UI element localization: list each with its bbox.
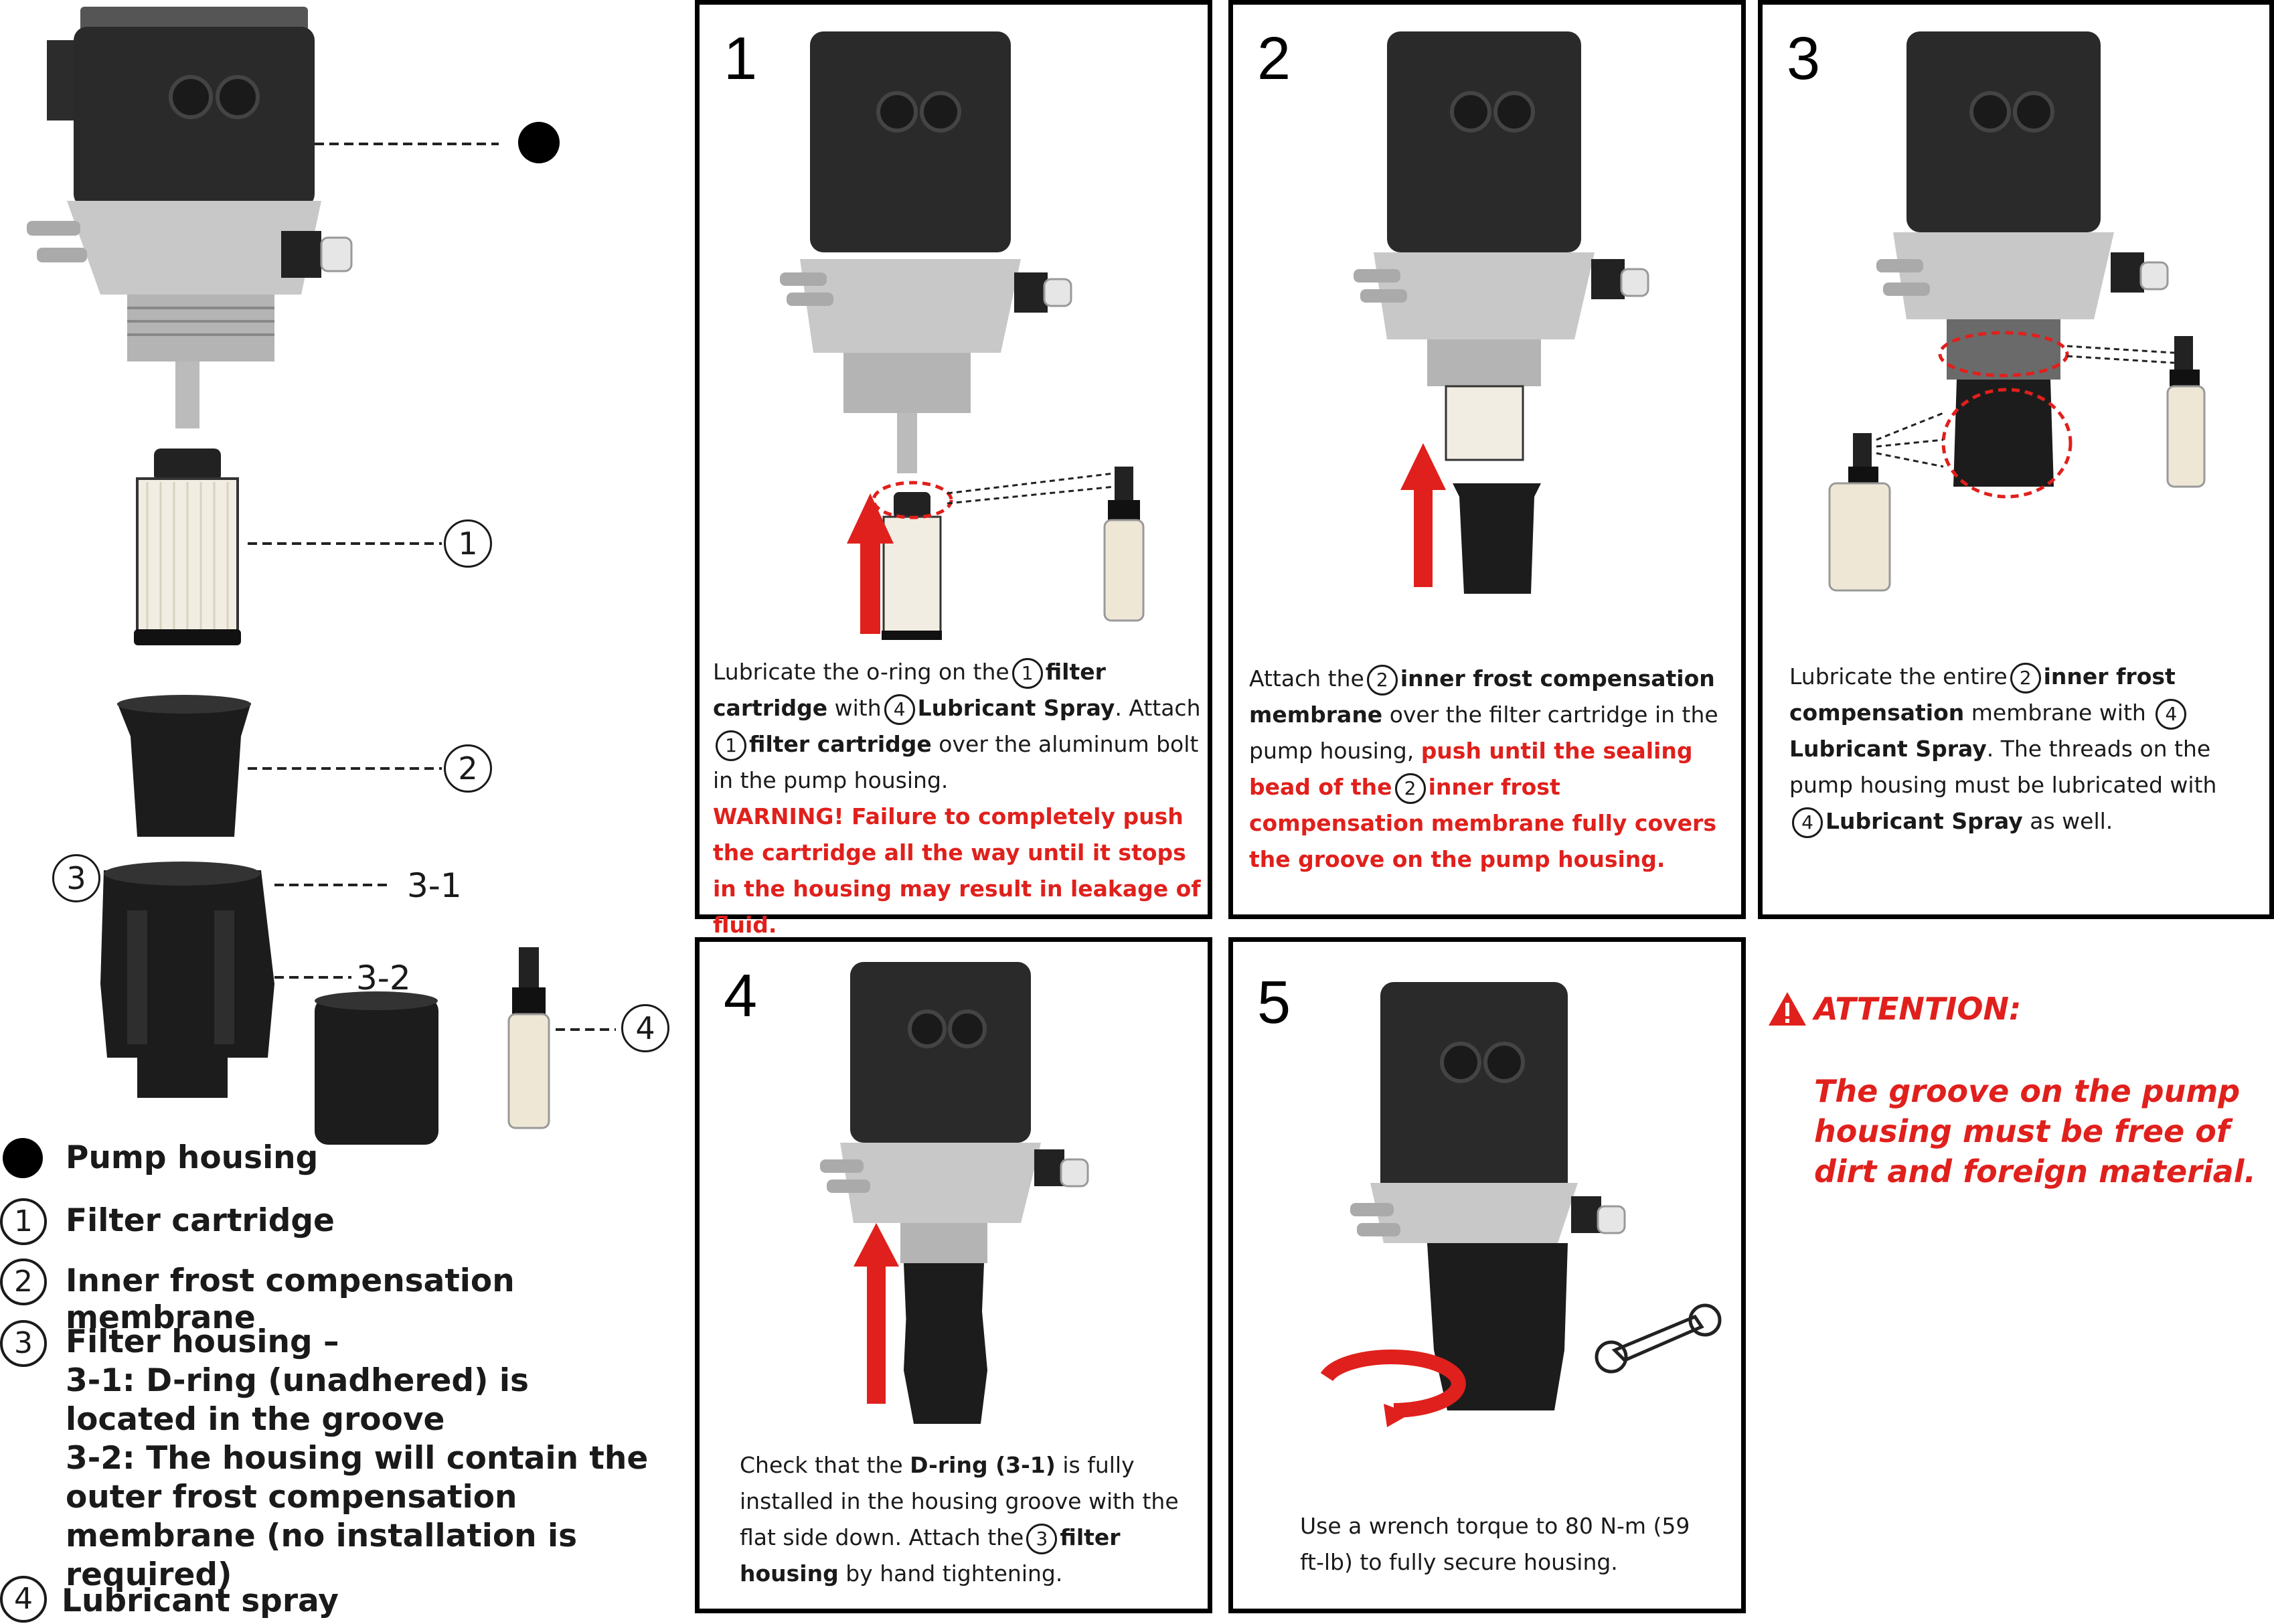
circle-2: 2 [1366,664,1398,696]
step-3-bold-spray: Lubricant Spray [1789,736,1987,762]
step-2-bold-membrane: inner frost compensation membrane [1249,665,1715,728]
step-3-bold-spray: Lubricant Spray [1825,808,2023,834]
legend-filter-housing-title: Filter housing – [66,1323,339,1360]
step-1-warning: WARNING! Failure to completely push the … [713,803,1201,938]
legend-pump-housing-marker [3,1138,43,1178]
pump-housing-marker [518,122,560,163]
step-4-text-part: is fully installed in the housing groove… [740,1452,1179,1550]
step-4-bold-housing: filter housing [740,1524,1121,1587]
label-3-1: 3-1 [407,866,462,905]
step-5-illustration [1320,982,1722,1427]
warning-icon [1769,992,1806,1026]
circle-4: 4 [884,694,915,725]
step-2-text-part: over the filter cartridge in the pump ho… [1249,702,1718,764]
step-3-text-part: Lubricate the entire [1789,663,2008,689]
step-3-text-part: . The threads on the pump housing must b… [1789,736,2217,798]
pump-housing-image [27,7,353,428]
step-3-bold-membrane: inner frost compensation [1789,663,2176,726]
circle-1: 1 [1011,657,1043,689]
legend-filter-housing-3-1: 3-1: D-ring (unadhered) is located in th… [66,1362,529,1438]
legend-circle-3: 3 [0,1320,47,1367]
attention-title: ATTENTION: [1814,991,2022,1027]
step-5-number: 5 [1257,969,1291,1036]
filter-housing-image [100,862,274,1098]
attention-body: The groove on the pump housing must be f… [1814,1073,2256,1190]
step-5-panel: 5 Use a wrench torque to 80 N-m (59 ft-l… [1228,937,1746,1613]
legend-circle-1: 1 [0,1198,47,1245]
step-5-text: Use a wrench torque to 80 N-m (59 ft-lb)… [1300,1508,1702,1580]
legend-circle-2: 2 [0,1258,47,1305]
label-3-2: 3-2 [356,959,411,997]
step-3-number: 3 [1787,25,1821,92]
circle-2: 2 [1394,773,1426,804]
step-1-bold-filter: filter cartridge [749,731,932,757]
step-3-text-part: membrane with [1971,700,2146,726]
label-circle-4: 4 [621,1004,669,1052]
exploded-diagram-graphic [27,7,616,1145]
step-4-text-part: by hand tightening. [845,1560,1063,1587]
legend: Pump housing 1 Filter cartridge 2 Inner … [0,1138,683,1624]
step-1-text-part: with [834,695,882,721]
step-5-text-part: Use a wrench torque to 80 N-m (59 ft-lb)… [1300,1513,1690,1575]
lubricant-spray-image [507,947,550,1129]
label-circle-3: 3 [52,854,100,902]
step-2-red-part: membrane fully covers the groove on the … [1249,810,1716,872]
inner-membrane-image [117,695,251,837]
step-2-illustration [1354,31,1649,594]
legend-membrane: Inner frost compensation membrane [66,1263,515,1336]
legend-filter-housing: Filter housing – 3-1: D-ring (unadhered)… [66,1323,668,1595]
circle-2: 2 [2010,662,2041,694]
label-circle-1: 1 [444,519,492,568]
circle-4: 4 [1792,807,1823,838]
step-2-number: 2 [1257,25,1291,92]
circle-3: 3 [1026,1523,1058,1554]
step-4-text: Check that the D-ring (3-1) is fully ins… [740,1447,1195,1592]
step-4-number: 4 [724,963,758,1030]
step-4-illustration [820,962,1089,1424]
step-1-bold-filter: filter cartridge [713,659,1106,721]
step-1-text-part: Lubricate the o-ring on the [713,659,1009,685]
circle-1: 1 [716,730,746,761]
legend-filter-housing-3-2: 3-2: The housing will contain the outer … [66,1440,649,1593]
step-1-text-part: over the aluminum bolt in the pump housi… [713,731,1199,793]
step-2-red-bold: inner frost compensation [1249,774,1560,836]
step-1-bold-spray: Lubricant Spray [917,695,1115,721]
step-4-bold-dring: D-ring (3-1) [910,1452,1056,1478]
step-1-illustration [780,31,1145,640]
step-2-text-part: Attach the [1249,665,1364,692]
step-4-panel: 4 Check that the D-ring (3-1) is fully i… [695,937,1212,1613]
exploded-diagram: 1 2 3 4 3-1 3-2 [0,0,683,1151]
step-1-text-part: . Attach [1115,695,1201,721]
legend-lubricant: Lubricant spray [62,1582,339,1619]
legend-pump-housing: Pump housing [66,1139,319,1176]
step-3-illustration [1828,31,2206,592]
step-4-text-part: Check that the [740,1452,903,1478]
circle-4: 4 [2156,698,2187,730]
filter-cartridge-image [134,449,241,645]
step-3-text-part: as well. [2030,808,2113,834]
label-circle-2: 2 [444,744,492,793]
legend-filter-cartridge: Filter cartridge [66,1202,335,1239]
attention-box: ATTENTION: The groove on the pump housin… [1767,984,2274,1198]
step-1-number: 1 [724,25,758,92]
legend-circle-4: 4 [0,1576,47,1623]
step-2-red-part: push until the sealing bead of the [1249,738,1693,800]
outer-membrane-image [315,991,438,1145]
